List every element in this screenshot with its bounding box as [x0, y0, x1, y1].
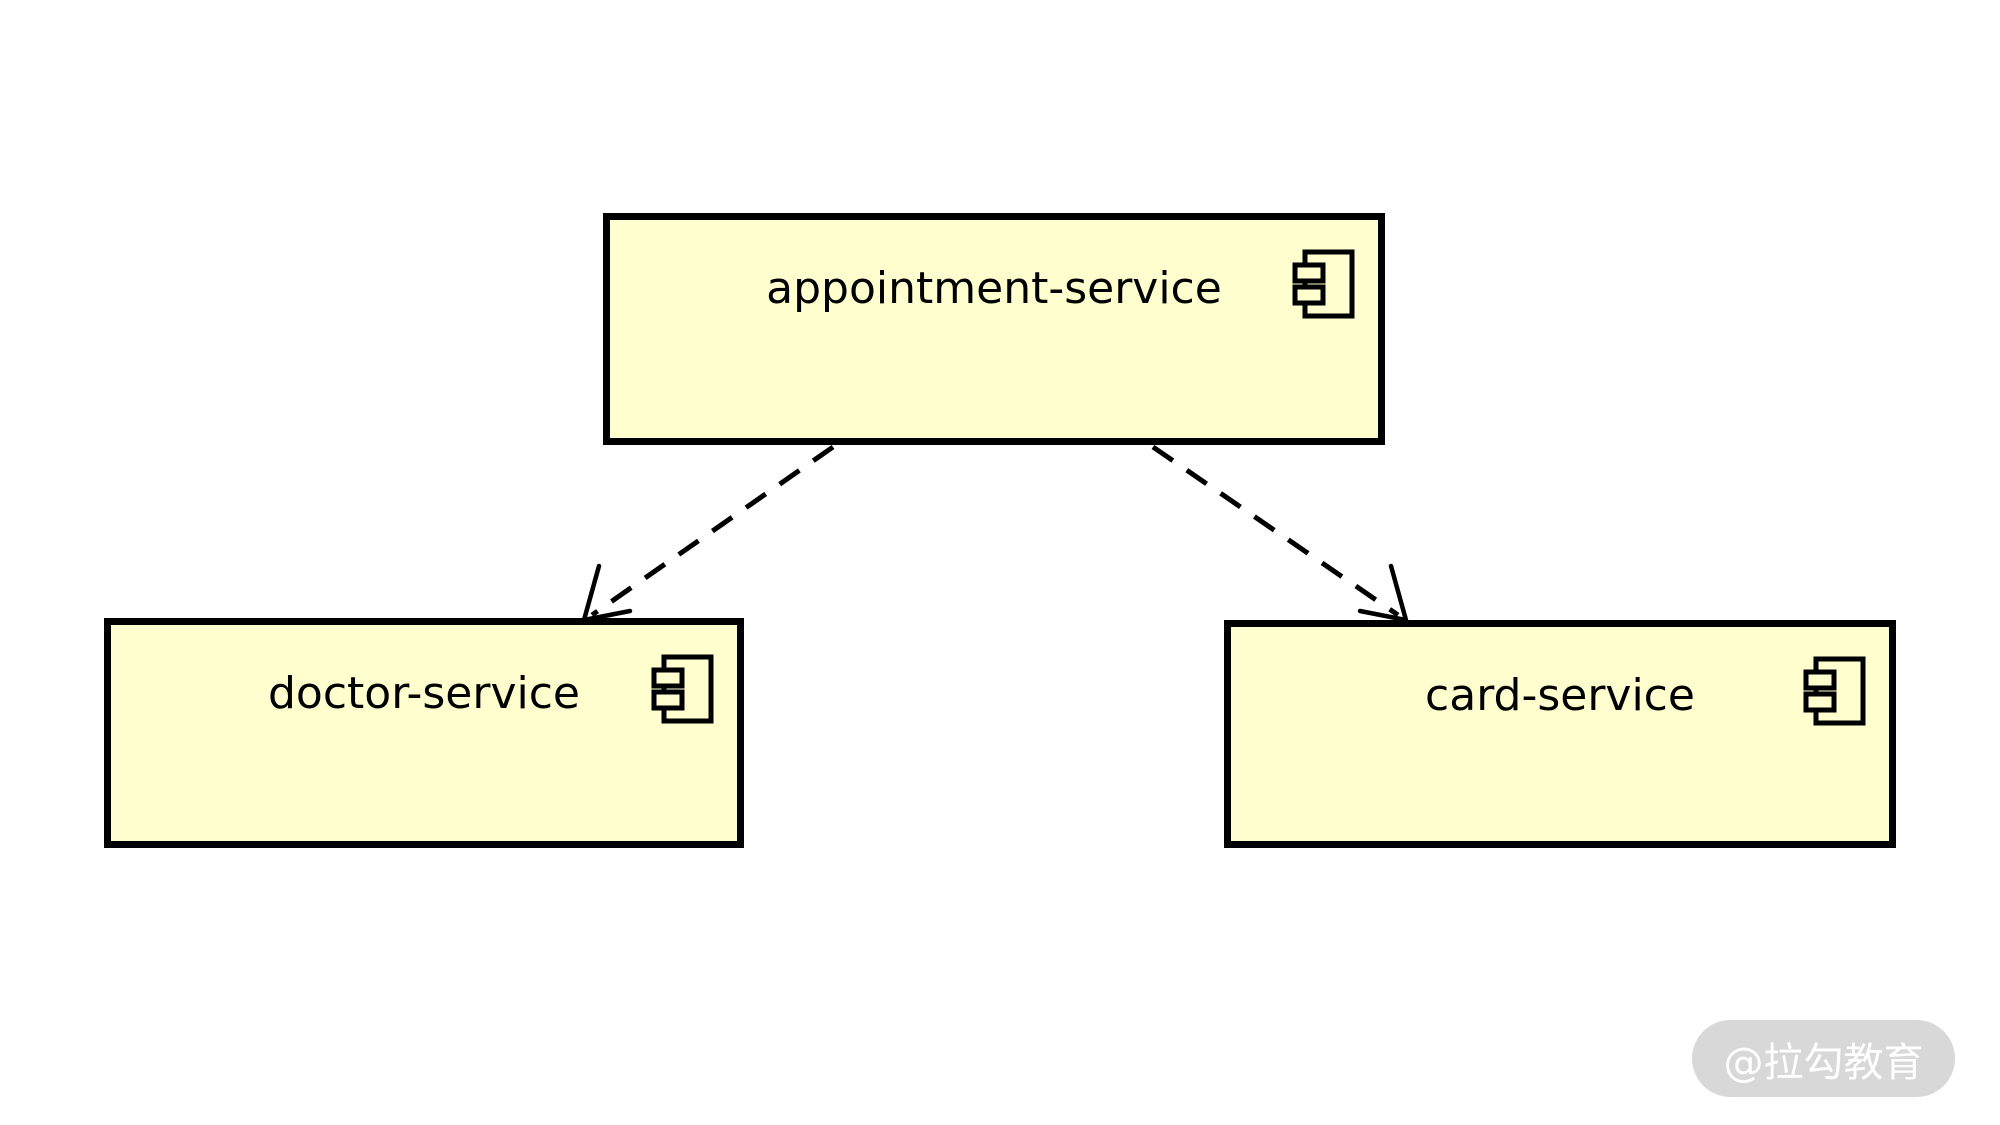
- edge-appointment-to-doctor: [581, 444, 835, 623]
- component-label-appointment-service: appointment-service: [766, 262, 1222, 314]
- component-title: card-service: [1231, 653, 1889, 737]
- watermark-badge: @拉勾教育: [1692, 1020, 1955, 1097]
- component-label-doctor-service: doctor-service: [268, 667, 580, 719]
- component-label-card-service: card-service: [1425, 669, 1695, 721]
- component-icon: [1292, 249, 1355, 319]
- component-title: appointment-service: [610, 246, 1378, 330]
- edge-appointment-to-card: [1151, 444, 1409, 623]
- component-doctor-service: doctor-service: [104, 618, 744, 848]
- component-title: doctor-service: [111, 651, 737, 735]
- component-icon: [651, 654, 714, 724]
- component-appointment-service: appointment-service: [603, 213, 1385, 445]
- watermark-text: @拉勾教育: [1723, 1039, 1924, 1086]
- component-card-service: card-service: [1224, 620, 1896, 848]
- component-icon: [1803, 656, 1866, 726]
